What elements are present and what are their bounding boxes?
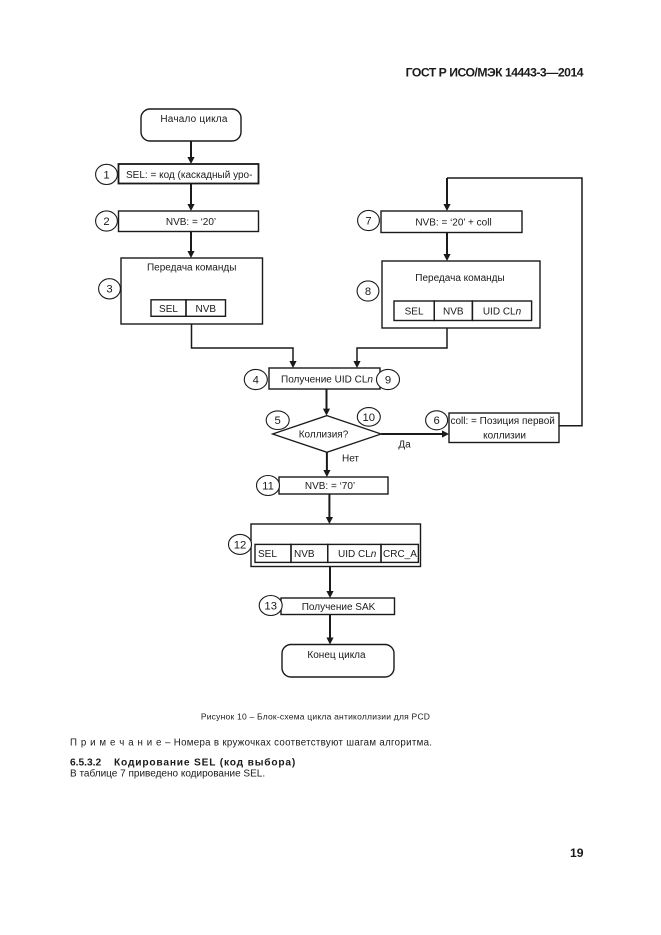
svg-text:Получение SAK: Получение SAK [302,602,376,613]
svg-text:NVB: NVB [196,304,217,315]
svg-text:11: 11 [262,480,274,492]
svg-text:9: 9 [385,374,391,386]
svg-text:NVB: NVB [443,307,464,318]
svg-text:2: 2 [103,216,109,228]
svg-text:8: 8 [365,286,371,298]
svg-text:Нет: Нет [342,454,359,465]
svg-text:6.5.3.2: 6.5.3.2 [70,757,101,768]
svg-text:4: 4 [253,374,259,386]
svg-text:В таблице 7 приведено кодирова: В таблице 7 приведено кодирование SEL. [70,768,265,780]
svg-text:7: 7 [365,215,371,227]
svg-text:6: 6 [433,415,439,427]
svg-text:5: 5 [275,415,281,427]
svg-text:CRC_A: CRC_A [383,549,417,560]
svg-text:NVB: NVB [294,549,315,560]
svg-text:Коллизия?: Коллизия? [299,430,349,441]
svg-text:13: 13 [264,600,277,612]
svg-text:П р и м е ч а н и е – Номера в: П р и м е ч а н и е – Номера в кружочках… [70,738,432,749]
svg-text:10: 10 [363,412,376,424]
svg-text:NVB: = ‘70’: NVB: = ‘70’ [305,481,355,492]
svg-text:19: 19 [570,846,584,860]
svg-text:3: 3 [106,284,112,296]
svg-text:Да: Да [398,440,411,451]
svg-text:ГОСТ Р ИСО/МЭК 14443-3—2014: ГОСТ Р ИСО/МЭК 14443-3—2014 [406,65,584,79]
svg-text:NVB: = ‘20’: NVB: = ‘20’ [166,217,216,228]
svg-text:SEL: SEL [258,549,277,560]
svg-text:1: 1 [103,169,109,181]
svg-text:SEL: = код (каскадный уро-: SEL: = код (каскадный уро- [126,170,252,181]
svg-text:UID CLn: UID CLn [338,549,377,560]
svg-text:Передача команды: Передача команды [415,273,504,284]
svg-text:Кодирование SEL (код выбора): Кодирование SEL (код выбора) [114,756,296,768]
svg-text:Передача команды: Передача команды [147,263,236,274]
svg-text:Рисунок 10 – Блок-схема цикла: Рисунок 10 – Блок-схема цикла антиколлиз… [201,711,430,721]
svg-text:SEL: SEL [405,307,424,318]
svg-text:SEL: SEL [159,304,178,315]
svg-text:Начало цикла: Начало цикла [160,114,227,125]
svg-text:Получение UID CLn: Получение UID CLn [281,375,373,386]
svg-text:коллизии: коллизии [483,431,526,442]
svg-text:Конец цикла: Конец цикла [307,650,366,661]
svg-text:NVB: = ‘20’ + coll: NVB: = ‘20’ + coll [415,218,491,229]
svg-text:coll: = Позиция первой: coll: = Позиция первой [451,416,555,427]
svg-text:UID CLn: UID CLn [483,307,522,318]
svg-text:12: 12 [234,539,247,551]
